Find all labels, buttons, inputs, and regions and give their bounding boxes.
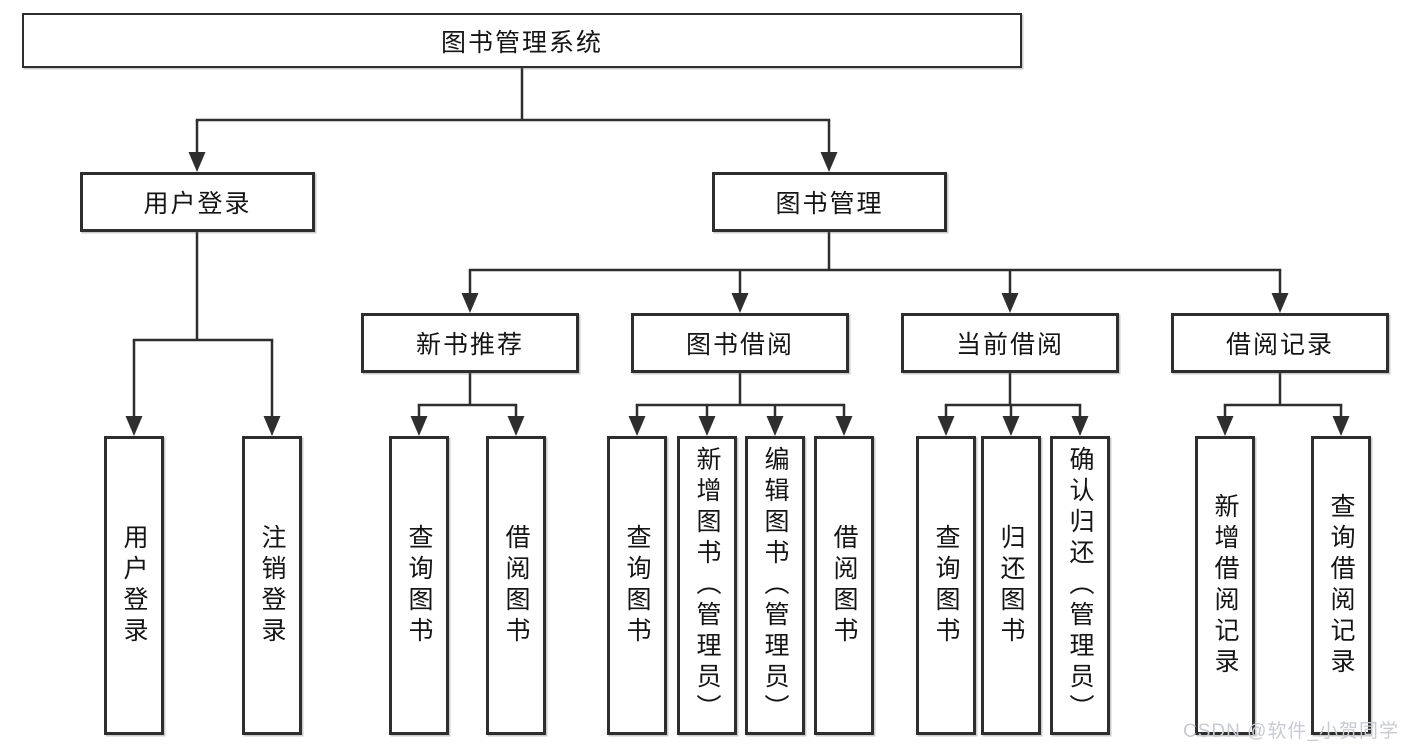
leaf-borrow-add-admin: 新增图书（管理员） <box>677 436 737 735</box>
leaf-current-confirm-return-admin: 确认归还（管理员） <box>1050 436 1110 735</box>
leaf-records-query: 查询借阅记录 <box>1311 436 1371 735</box>
leaf-borrow-query-label: 查询图书 <box>623 523 651 648</box>
node-root-label: 图书管理系统 <box>440 28 603 57</box>
leaf-user-login: 用户登录 <box>104 436 164 735</box>
leaf-user-login-label: 用户登录 <box>120 523 148 648</box>
leaf-records-add: 新增借阅记录 <box>1195 436 1255 735</box>
node-current-borrow-label: 当前借阅 <box>955 331 1064 359</box>
leaf-borrow-edit-admin: 编辑图书（管理员） <box>745 436 805 735</box>
leaf-current-query-label: 查询图书 <box>932 523 960 648</box>
node-current-borrow: 当前借阅 <box>901 313 1119 373</box>
leaf-logout-label: 注销登录 <box>258 523 286 648</box>
leaf-current-return: 归还图书 <box>981 436 1041 735</box>
csdn-watermark: CSDN @软件_小贺同学 <box>1183 721 1399 742</box>
node-book-borrow: 图书借阅 <box>631 313 849 373</box>
leaf-borrow-book-label: 借阅图书 <box>830 523 858 648</box>
leaf-newbook-query: 查询图书 <box>389 436 449 735</box>
leaf-current-confirm-return-admin-label: 确认归还（管理员） <box>1066 446 1094 725</box>
node-borrow-records: 借阅记录 <box>1171 313 1389 373</box>
node-user-login-label: 用户登录 <box>143 190 252 218</box>
node-new-book-recommend-label: 新书推荐 <box>415 331 524 359</box>
leaf-newbook-borrow-label: 借阅图书 <box>502 523 530 648</box>
leaf-borrow-book: 借阅图书 <box>814 436 874 735</box>
leaf-records-query-label: 查询借阅记录 <box>1327 492 1355 679</box>
leaf-borrow-edit-admin-label: 编辑图书（管理员） <box>761 446 789 725</box>
leaf-current-query: 查询图书 <box>916 436 976 735</box>
node-root-system: 图书管理系统 <box>22 13 1022 68</box>
node-book-borrow-label: 图书借阅 <box>685 331 794 359</box>
node-user-login: 用户登录 <box>80 172 315 232</box>
node-new-book-recommend: 新书推荐 <box>361 313 579 373</box>
leaf-records-add-label: 新增借阅记录 <box>1211 492 1239 679</box>
leaf-logout: 注销登录 <box>242 436 302 735</box>
leaf-borrow-add-admin-label: 新增图书（管理员） <box>693 446 721 725</box>
leaf-borrow-query: 查询图书 <box>607 436 667 735</box>
node-book-manage: 图书管理 <box>712 172 947 232</box>
leaf-newbook-query-label: 查询图书 <box>405 523 433 648</box>
node-book-manage-label: 图书管理 <box>775 190 884 218</box>
leaf-current-return-label: 归还图书 <box>997 523 1025 648</box>
leaf-newbook-borrow: 借阅图书 <box>486 436 546 735</box>
node-borrow-records-label: 借阅记录 <box>1225 331 1334 359</box>
